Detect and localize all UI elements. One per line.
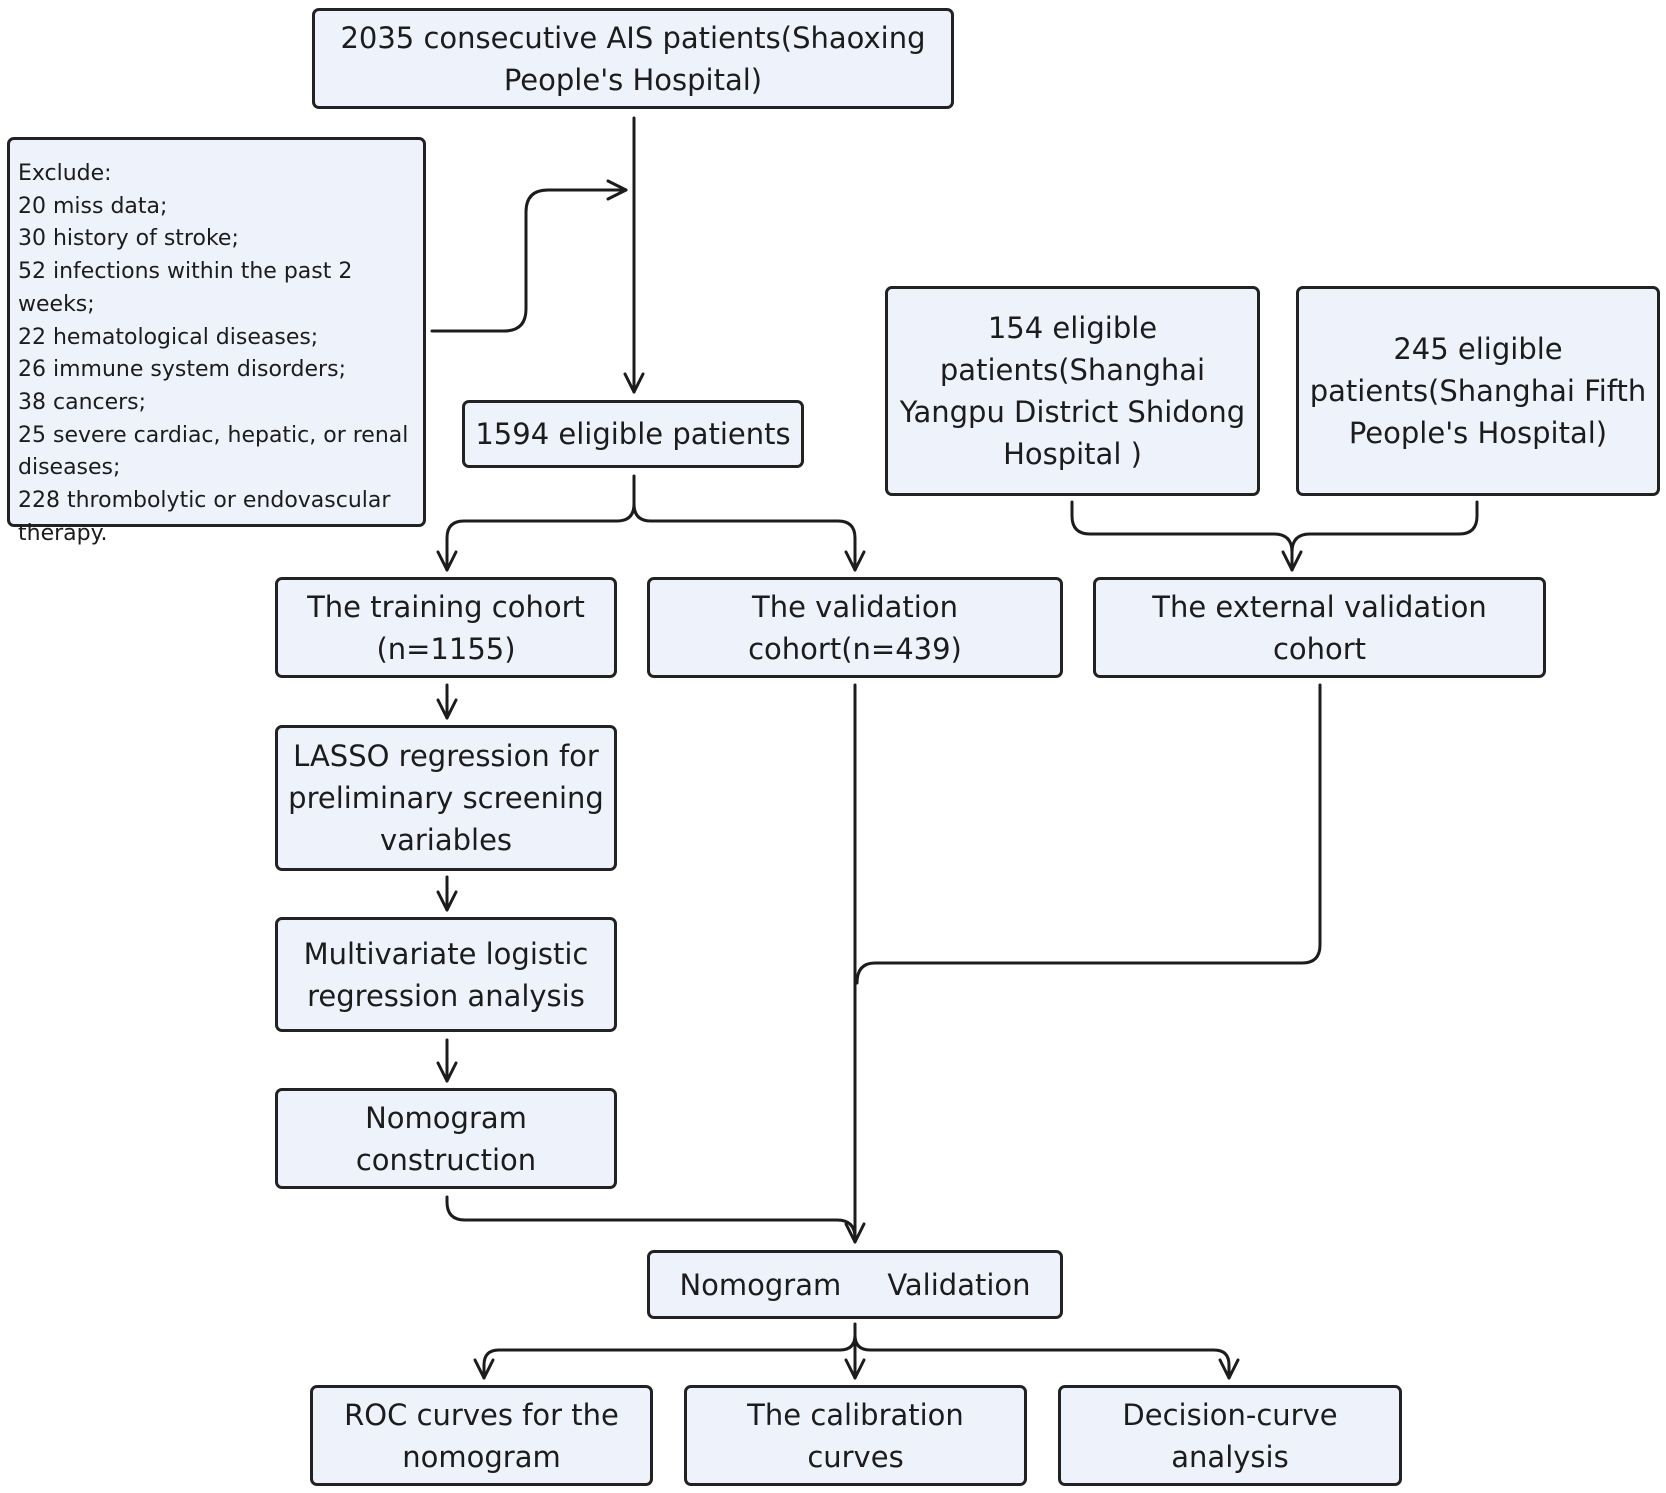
node-validation-cohort: The validation cohort(n=439) — [647, 577, 1063, 678]
node-text: Multivariate logistic regression analysi… — [304, 933, 589, 1017]
text-line: Exclude: — [18, 161, 112, 186]
node-text: Exclude: 20 miss data; 30 history of str… — [18, 158, 415, 550]
arrow-eligible-to-training — [436, 474, 636, 572]
node-text: 245 eligible patients(Shanghai Fifth Peo… — [1310, 328, 1646, 454]
text-line: diseases; — [18, 455, 121, 481]
arrow-to-decision — [853, 1333, 1240, 1380]
text-line: Yangpu District Shidong — [899, 395, 1246, 429]
node-calibration-curves: The calibration curves — [684, 1385, 1027, 1486]
text-line: 52 infections within the past 2 weeks; — [18, 259, 353, 317]
node-shanghai-fifth: 245 eligible patients(Shanghai Fifth Peo… — [1296, 286, 1660, 496]
text-line: 22 hematological diseases; — [18, 324, 319, 350]
node-decision-curve-analysis: Decision-curve analysis — [1058, 1385, 1402, 1486]
text-line: 25 severe cardiac, hepatic, or renal — [18, 422, 409, 448]
text-line: Decision-curve analysis — [1122, 1397, 1338, 1474]
node-roc-curves: ROC curves for the nomogram — [310, 1385, 653, 1486]
node-eligible-patients: 1594 eligible patients — [462, 400, 804, 468]
arrow-shidong-to-external — [1070, 500, 1303, 572]
node-text: 2035 consecutive AIS patients(Shaoxing P… — [340, 17, 925, 101]
node-text: ROC curves for the nomogram — [344, 1394, 619, 1478]
text-line: (n=1155) — [376, 631, 516, 666]
text-line: patients(Shanghai — [939, 353, 1206, 387]
node-nomogram-validation: Nomogram Validation — [647, 1250, 1063, 1319]
text-line: 1594 eligible patients — [475, 417, 791, 451]
text-line: ROC curves for the — [344, 1397, 619, 1432]
text-line: 245 eligible — [1393, 332, 1563, 366]
node-text: The external validation cohort — [1106, 586, 1533, 670]
node-text: The training cohort (n=1155) — [307, 586, 585, 670]
node-multivariate-logistic: Multivariate logistic regression analysi… — [275, 917, 617, 1032]
node-text: Decision-curve analysis — [1071, 1394, 1389, 1478]
text-line: 38 cancers; — [18, 389, 147, 415]
text-line: 26 immune system disorders; — [18, 357, 346, 383]
text-line: regression analysis — [307, 978, 585, 1013]
text-line: nomogram — [402, 1439, 561, 1474]
line-construction-to-validation — [445, 1195, 857, 1240]
text-line: LASSO regression for — [293, 739, 599, 773]
text-line: The calibration curves — [747, 1397, 964, 1474]
node-text: The calibration curves — [697, 1394, 1014, 1478]
text-line: The validation cohort(n=439) — [748, 589, 962, 666]
text-line: Nomogram — [365, 1100, 527, 1135]
text-line: The external validation cohort — [1152, 589, 1487, 666]
arrow-exclude-to-main — [430, 179, 628, 333]
text-line: 228 thrombolytic or endovascular — [18, 488, 391, 514]
text-line: construction — [355, 1142, 537, 1177]
text-line: 2035 consecutive AIS patients(Shaoxing — [340, 20, 926, 55]
node-nomogram-construction: Nomogram construction — [275, 1088, 617, 1189]
node-text: Nomogram Validation — [679, 1264, 1030, 1306]
text-line: Nomogram Validation — [679, 1267, 1031, 1302]
node-lasso-regression: LASSO regression for preliminary screeni… — [275, 725, 617, 871]
node-exclusion-criteria: Exclude: 20 miss data; 30 history of str… — [7, 137, 426, 546]
node-text: The validation cohort(n=439) — [660, 586, 1050, 670]
text-line: therapy. — [18, 520, 108, 546]
node-training-cohort: The training cohort (n=1155) — [275, 577, 617, 678]
node-text: Nomogram construction — [356, 1097, 536, 1181]
node-shanghai-shidong: 154 eligible patients(Shanghai Yangpu Di… — [885, 286, 1260, 496]
text-line: Hospital ) — [1003, 437, 1142, 471]
text-line: 20 miss data; — [18, 193, 168, 219]
text-line: People's Hospital) — [503, 62, 763, 97]
text-line: The training cohort — [307, 589, 585, 624]
arrow-eligible-to-validation — [632, 502, 866, 572]
text-line: People's Hospital) — [1348, 416, 1608, 450]
node-total-patients: 2035 consecutive AIS patients(Shaoxing P… — [312, 8, 954, 109]
text-line: Multivariate logistic — [303, 936, 589, 971]
line-fifth-to-external — [1290, 500, 1479, 554]
text-line: preliminary screening — [288, 781, 604, 815]
node-text: LASSO regression for preliminary screeni… — [288, 735, 604, 861]
text-line: patients(Shanghai Fifth — [1309, 374, 1647, 408]
text-line: 30 history of stroke; — [18, 226, 239, 252]
arrow-to-roc — [473, 1333, 857, 1380]
node-text: 154 eligible patients(Shanghai Yangpu Di… — [900, 307, 1245, 475]
node-external-validation-cohort: The external validation cohort — [1093, 577, 1546, 678]
node-text: 1594 eligible patients — [475, 413, 790, 455]
text-line: variables — [379, 823, 513, 857]
line-external-to-validation-path — [855, 683, 1322, 985]
text-line: 154 eligible — [987, 311, 1158, 345]
